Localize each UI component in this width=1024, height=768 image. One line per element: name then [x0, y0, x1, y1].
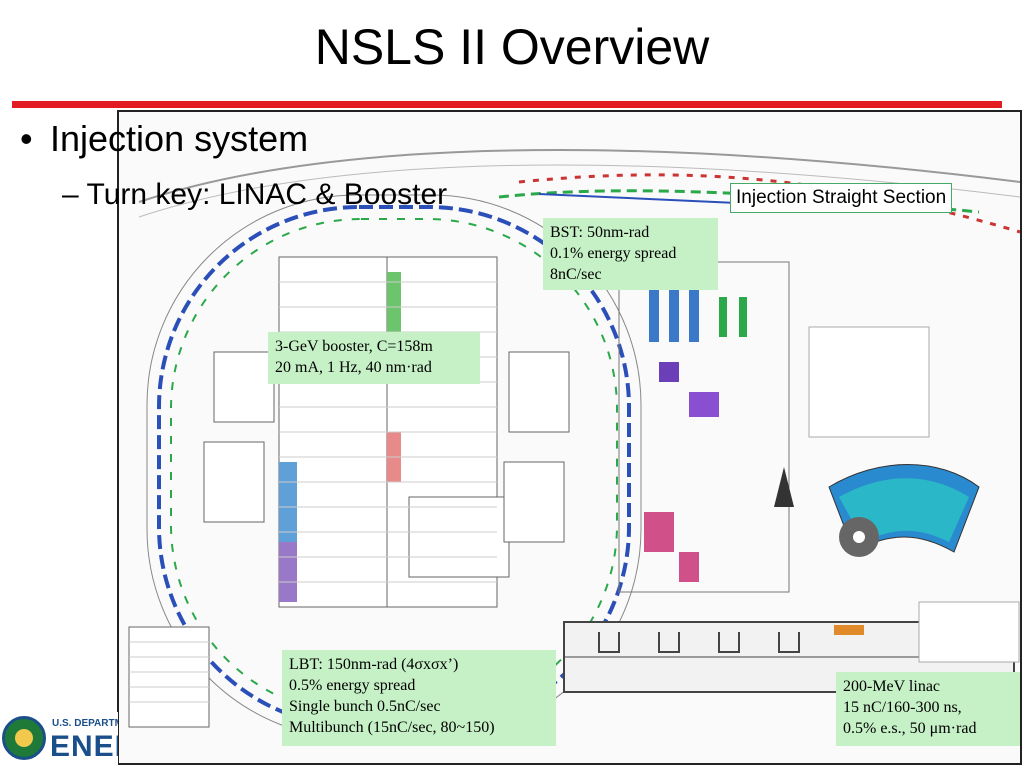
logo-dept-text: U.S. DEPARTMENT OF — [52, 718, 118, 729]
callout-linac: 200-MeV linac 15 nC/160-300 ns, 0.5% e.s… — [836, 672, 1020, 746]
lbt-line-2: 0.5% energy spread — [289, 677, 416, 694]
lbt-line-3: Single bunch 0.5nC/sec — [289, 698, 441, 715]
slide-title: NSLS II Overview — [314, 19, 710, 75]
doe-logo: U.S. DEPARTMENT OF ENERGY — [0, 712, 118, 768]
callout-lbt: LBT: 150nm-rad (4σxσx’) 0.5% energy spre… — [282, 650, 556, 746]
booster-line-2: 20 mA, 1 Hz, 40 nm·rad — [275, 359, 432, 376]
bst-line-1: BST: 50nm-rad — [550, 224, 650, 241]
bst-line-2: 0.1% energy spread — [550, 245, 677, 262]
callout-booster: 3-GeV booster, C=158m 20 mA, 1 Hz, 40 nm… — [268, 332, 480, 384]
lbt-line-1: LBT: 150nm-rad (4σxσx’) — [289, 656, 459, 673]
booster-layout-diagram — [128, 148, 1020, 740]
bullet-injection-system: • Injection system — [20, 118, 308, 160]
callout-injection-straight: Injection Straight Section — [730, 183, 953, 213]
bullet-text: Injection system — [50, 118, 309, 159]
linac-line-2: 15 nC/160-300 ns, — [843, 699, 962, 716]
linac-line-3: 0.5% e.s., 50 μm·rad — [843, 720, 977, 737]
booster-line-1: 3-GeV booster, C=158m — [275, 338, 433, 355]
title-underline — [12, 101, 1002, 108]
bst-line-3: 8nC/sec — [550, 266, 602, 283]
bullet-dot: • — [20, 118, 33, 159]
lbt-line-4: Multibunch (15nC/sec, 80~150) — [289, 719, 495, 736]
doe-seal-icon — [2, 716, 46, 760]
callout-bst: BST: 50nm-rad 0.1% energy spread 8nC/sec — [543, 218, 718, 290]
sub-bullet-turn-key: – Turn key: LINAC & Booster — [62, 178, 448, 211]
linac-line-1: 200-MeV linac — [843, 678, 941, 695]
logo-energy-text: ENERGY — [50, 730, 118, 763]
